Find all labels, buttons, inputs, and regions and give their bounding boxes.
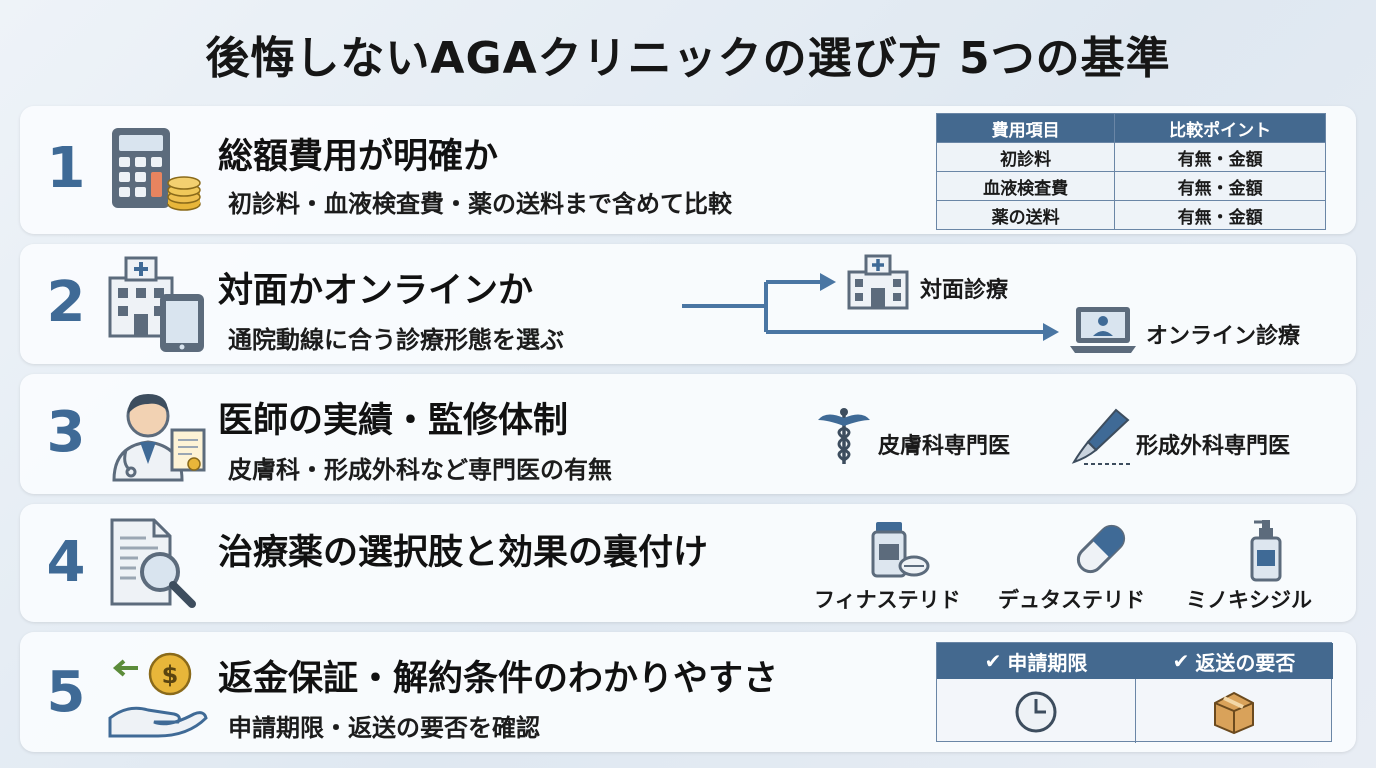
criterion-number: 5 xyxy=(46,660,86,725)
medicine-label-dutasteride: デュタステリド xyxy=(998,588,1145,612)
check-label: 申請期限 xyxy=(1007,650,1088,675)
criterion-number: 1 xyxy=(46,136,86,201)
criterion-row-5: 5 $ 返金保証・解約条件のわかりやすさ 申請期限・返送の要否を確認 ✔ 申請期… xyxy=(20,632,1356,752)
criterion-row-4: 4 治療薬の選択肢と効果の裏付け xyxy=(20,504,1356,622)
check-header: ✔ 申請期限 xyxy=(937,643,1135,679)
criterion-number: 3 xyxy=(46,400,86,465)
criterion-subtitle: 申請期限・返送の要否を確認 xyxy=(228,714,540,742)
check-header: ✔ 返送の要否 xyxy=(1135,643,1333,679)
medicine-label-finasteride: フィナステリド xyxy=(814,588,961,612)
branch-arrow-icon xyxy=(682,273,1059,341)
criterion-title: 総額費用が明確か xyxy=(218,137,499,177)
cost-comparison-table: 費用項目 比較ポイント 初診料 有無・金額 血液検査費 有無・金額 薬の送料 有… xyxy=(935,113,1326,230)
specialist-label-dermatology: 皮膚科専門医 xyxy=(878,434,1011,459)
checkmark-icon: ✔ xyxy=(984,649,1002,673)
doctor-certificate-icon xyxy=(108,386,208,484)
check-column-return: ✔ 返送の要否 xyxy=(1135,643,1333,743)
criterion-title: 返金保証・解約条件のわかりやすさ xyxy=(218,659,779,699)
table-row: 初診料 有無・金額 xyxy=(935,142,1326,172)
refund-check-table: ✔ 申請期限 ✔ 返送の要否 xyxy=(936,642,1333,743)
criterion-row-3: 3 医師の実績・監修体制 皮膚科・形成外科など専門医の有無 皮膚科専門医 xyxy=(20,374,1356,494)
criterion-number: 4 xyxy=(46,530,86,595)
table-cell: 初診料 xyxy=(935,142,1116,172)
capsule-icon xyxy=(1070,518,1132,580)
laptop-video-icon xyxy=(1068,304,1138,356)
package-icon xyxy=(1211,689,1257,735)
spray-bottle-icon xyxy=(1246,518,1286,582)
criterion-number: 2 xyxy=(46,270,86,335)
table-cell: 薬の送料 xyxy=(935,200,1116,230)
table-row: 血液検査費 有無・金額 xyxy=(935,171,1326,201)
hospital-tablet-icon xyxy=(108,254,208,354)
page-title: 後悔しないAGAクリニックの選び方 5つの基準 xyxy=(205,33,1171,84)
criterion-row-2: 2 対面かオンラインか 通院動線に合う診療形態を選ぶ xyxy=(20,244,1356,364)
hospital-icon xyxy=(846,254,910,310)
medicine-label-minoxidil: ミノキシジル xyxy=(1186,588,1312,612)
checkmark-icon: ✔ xyxy=(1172,649,1190,673)
table-row: 薬の送料 有無・金額 xyxy=(935,200,1326,230)
check-label: 返送の要否 xyxy=(1195,650,1296,675)
pill-bottle-icon xyxy=(870,520,930,580)
option-label-online: オンライン診療 xyxy=(1146,324,1301,349)
scalpel-icon xyxy=(1070,406,1134,466)
clock-icon xyxy=(1013,689,1059,735)
criterion-subtitle: 初診料・血液検査費・薬の送料まで含めて比較 xyxy=(228,190,732,218)
svg-text:$: $ xyxy=(162,661,179,689)
criterion-row-1: 1 総額費用が明確か 初診料・血液検査費・薬の送料まで含めて比較 費用項目 比 xyxy=(20,106,1356,234)
caduceus-icon xyxy=(814,406,874,466)
criterion-subtitle: 皮膚科・形成外科など専門医の有無 xyxy=(228,456,612,484)
table-cell: 有無・金額 xyxy=(1114,142,1326,172)
table-cell: 有無・金額 xyxy=(1114,171,1326,201)
criterion-title: 対面かオンラインか xyxy=(218,271,534,311)
table-header: 比較ポイント xyxy=(1114,113,1326,143)
criterion-subtitle: 通院動線に合う診療形態を選ぶ xyxy=(228,326,564,354)
document-magnifier-icon xyxy=(108,516,208,610)
option-label-in-person: 対面診療 xyxy=(920,278,1009,303)
criterion-title: 医師の実績・監修体制 xyxy=(218,401,569,441)
table-header: 費用項目 xyxy=(935,113,1116,143)
table-cell: 血液検査費 xyxy=(935,171,1116,201)
calculator-coins-icon xyxy=(108,124,204,216)
criterion-title: 治療薬の選択肢と効果の裏付け xyxy=(218,533,709,573)
specialist-label-plastic-surgery: 形成外科専門医 xyxy=(1136,434,1291,459)
check-column-deadline: ✔ 申請期限 xyxy=(937,643,1135,743)
table-cell: 有無・金額 xyxy=(1114,200,1326,230)
refund-hand-coin-icon: $ xyxy=(108,648,208,738)
